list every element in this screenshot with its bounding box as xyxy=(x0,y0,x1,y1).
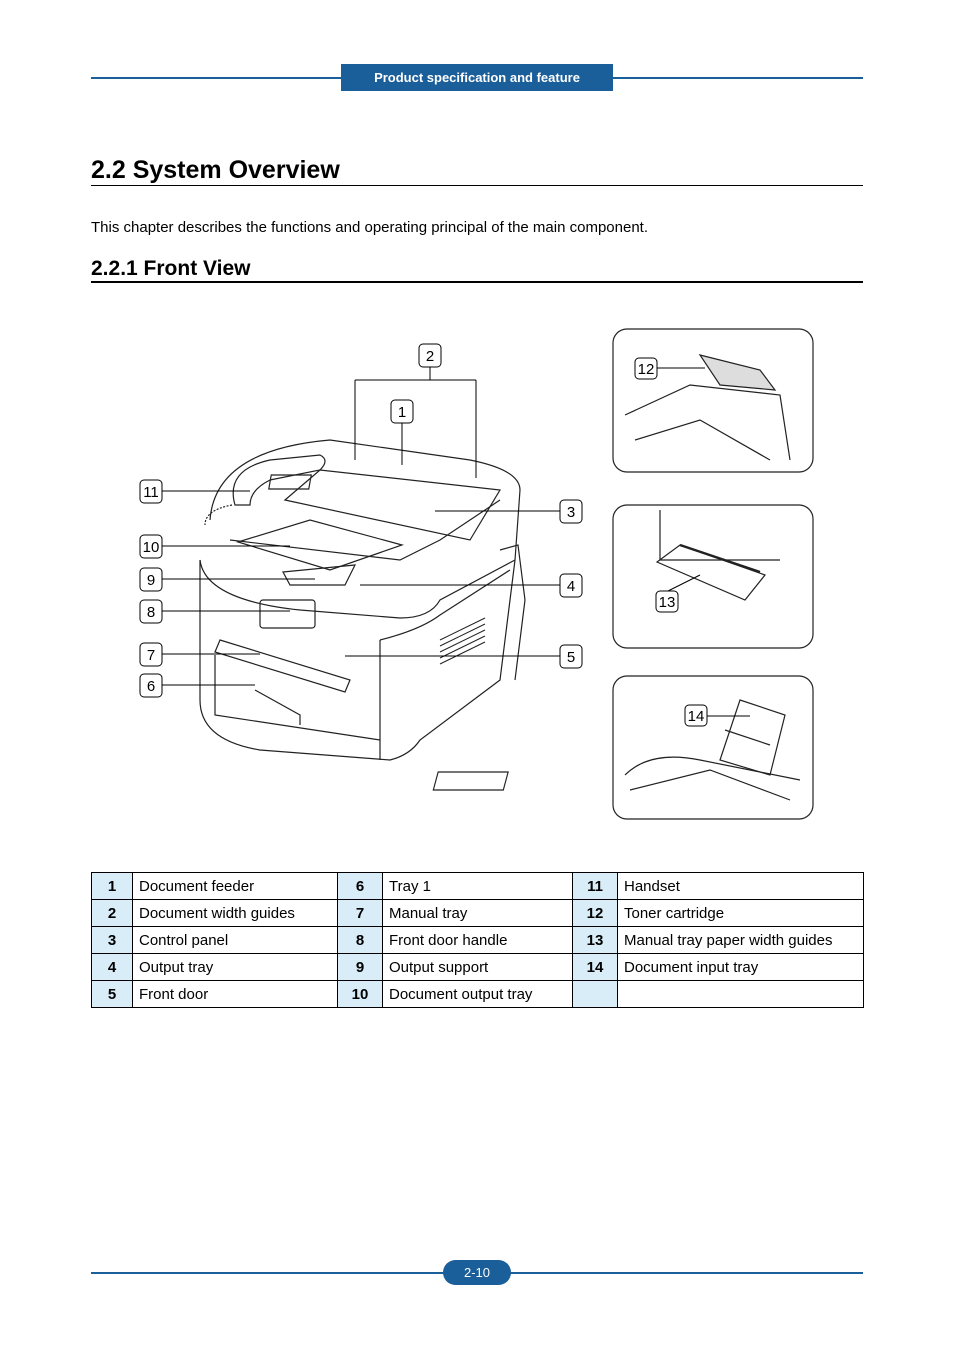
item-number: 11 xyxy=(572,872,618,900)
item-label: Output tray xyxy=(132,953,338,981)
item-number: 4 xyxy=(91,953,133,981)
callout-6: 6 xyxy=(147,678,155,695)
callout-10: 10 xyxy=(143,539,160,556)
table-row: 4 Output tray 9 Output support 14 Docume… xyxy=(91,953,864,981)
item-number: 7 xyxy=(337,899,383,927)
callout-boxes xyxy=(139,343,583,698)
subsection-title-rule xyxy=(91,281,863,283)
item-label: Manual tray paper width guides xyxy=(617,926,864,954)
item-number: 3 xyxy=(91,926,133,954)
table-row: 2 Document width guides 7 Manual tray 12… xyxy=(91,899,864,927)
callout-11: 11 xyxy=(143,484,159,501)
callout-14: 14 xyxy=(688,708,705,725)
item-label: Tray 1 xyxy=(382,872,573,900)
callout-leaders xyxy=(162,367,560,686)
callout-1: 1 xyxy=(398,404,406,421)
callout-13: 13 xyxy=(659,594,676,611)
item-number: 1 xyxy=(91,872,133,900)
callout-7: 7 xyxy=(147,647,155,664)
item-label: Toner cartridge xyxy=(617,899,864,927)
item-label: Document feeder xyxy=(132,872,338,900)
item-label: Control panel xyxy=(132,926,338,954)
item-number: 5 xyxy=(91,980,133,1008)
item-label: Document input tray xyxy=(617,953,864,981)
subsection-title: 2.2.1 Front View xyxy=(91,257,251,280)
callout-2: 2 xyxy=(426,348,434,365)
inset-toner-cartridge xyxy=(612,328,814,473)
item-number: 14 xyxy=(572,953,618,981)
callout-5: 5 xyxy=(567,649,575,666)
item-number: 10 xyxy=(337,980,383,1008)
item-number: 12 xyxy=(572,899,618,927)
item-number: 13 xyxy=(572,926,618,954)
item-label: Front door handle xyxy=(382,926,573,954)
printer-illustration xyxy=(199,439,526,761)
inset-manual-tray-guides xyxy=(612,504,814,649)
page-number: 2-10 xyxy=(443,1260,511,1285)
table-row: 3 Control panel 8 Front door handle 13 M… xyxy=(91,926,864,954)
section-title: 2.2 System Overview xyxy=(91,156,340,184)
front-view-figure: 2 1 11 3 10 9 4 8 7 5 6 12 13 xyxy=(139,328,814,820)
inset-document-input-tray xyxy=(432,675,814,820)
item-label: Document output tray xyxy=(382,980,573,1008)
table-row: 1 Document feeder 6 Tray 1 11 Handset xyxy=(91,872,864,900)
intro-paragraph: This chapter describes the functions and… xyxy=(91,219,648,236)
item-number: 2 xyxy=(91,899,133,927)
item-label: Document width guides xyxy=(132,899,338,927)
item-number: 8 xyxy=(337,926,383,954)
item-label: Output support xyxy=(382,953,573,981)
item-label: Handset xyxy=(617,872,864,900)
header-tab: Product specification and feature xyxy=(341,64,613,91)
callout-8: 8 xyxy=(147,604,155,621)
callout-4: 4 xyxy=(567,578,575,595)
section-title-rule xyxy=(91,185,863,186)
item-label: Front door xyxy=(132,980,338,1008)
component-legend-table: 1 Document feeder 6 Tray 1 11 Handset 2 … xyxy=(91,872,864,1008)
item-number: 9 xyxy=(337,953,383,981)
callout-9: 9 xyxy=(147,572,155,589)
callout-12: 12 xyxy=(638,361,655,378)
callout-3: 3 xyxy=(567,504,575,521)
item-number: 6 xyxy=(337,872,383,900)
item-label xyxy=(617,980,864,1008)
table-row: 5 Front door 10 Document output tray xyxy=(91,980,864,1008)
item-number xyxy=(572,980,618,1008)
item-label: Manual tray xyxy=(382,899,573,927)
